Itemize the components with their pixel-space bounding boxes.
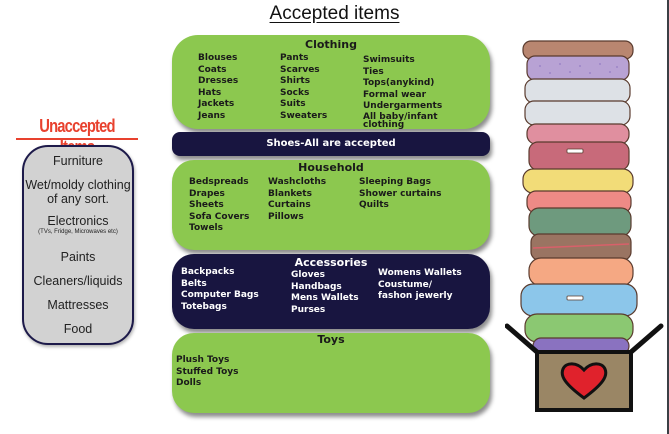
list-item: Stuffed Toys [176, 366, 239, 377]
box-flap-right-icon [628, 323, 664, 355]
list-item: Towels [189, 223, 223, 233]
list-item: Computer Bags [181, 290, 259, 300]
list-item: Curtains [268, 200, 311, 210]
list-item: Sleeping Bags [359, 177, 432, 187]
category-title: Shoes-All are accepted [266, 138, 396, 149]
list-item: Shirts [280, 76, 311, 86]
category-toys: Toys Plush Toys Stuffed Toys Dolls [172, 333, 490, 413]
list-item: Blankets [268, 188, 312, 199]
category-title: Accessories [294, 256, 368, 269]
unaccepted-item: Paints [60, 250, 96, 264]
unaccepted-item: Electronics(TVs, Fridge, Microwaves etc) [24, 214, 132, 236]
list-item: Coats [198, 64, 227, 75]
list-item: fashon jewerly [378, 291, 453, 301]
category-accessories: Accessories Backpacks Belts Computer Bag… [172, 254, 490, 329]
list-item: Coustume/ [378, 279, 433, 290]
item-column: Plush Toys Stuffed Toys Dolls [176, 355, 239, 390]
list-item: Blouses [198, 53, 238, 63]
list-item: Shower curtains [359, 188, 442, 199]
list-item: Suits [280, 99, 306, 109]
list-item: Socks [280, 87, 310, 98]
list-item: Backpacks [181, 267, 235, 277]
category-household: Household Bedspreads Drapes Sheets Sofa … [172, 160, 490, 250]
list-item: Pants [280, 53, 309, 63]
item-column: Washcloths Blankets Curtains Pillows [268, 177, 326, 223]
list-item: Jeans [198, 110, 226, 121]
list-item: Belts [181, 278, 207, 289]
item-column: Sleeping Bags Shower curtains Quilts [359, 177, 441, 212]
unaccepted-item: Wet/moldy clothing of any sort. [25, 178, 131, 206]
list-item: Bedspreads [189, 177, 249, 187]
list-item: Washcloths [268, 177, 327, 187]
unaccepted-items-box: Furniture Wet/moldy clothing of any sort… [22, 145, 134, 345]
list-item: Mens Wallets [291, 293, 359, 303]
list-item: Purses [291, 304, 326, 315]
list-item: All baby/infant clothing [363, 111, 438, 130]
page-title-text: Accepted items [269, 3, 400, 24]
folded-clothing-white2-icon [524, 100, 631, 126]
item-column: Bedspreads Drapes Sheets Sofa Covers Tow… [189, 177, 249, 235]
item-column: Pants Scarves Shirts Socks Suits Sweater… [280, 53, 327, 122]
unaccepted-item-note: (TVs, Fridge, Microwaves etc) [38, 229, 118, 235]
list-item: Ties [363, 66, 384, 77]
right-edge-border [667, 0, 669, 434]
list-item: Tops(anykind) [363, 78, 435, 88]
folded-clothing-orange-icon [528, 257, 634, 287]
category-title: Toys [317, 333, 345, 346]
item-column: Swimsuits Ties Tops(anykind) Formal wear… [363, 55, 448, 129]
list-item: Womens Wallets [378, 268, 462, 278]
category-shoes: Shoes-All are accepted [172, 132, 490, 156]
category-clothing: Clothing Blouses Coats Dresses Hats Jack… [172, 35, 490, 129]
list-item: Scarves [280, 64, 320, 75]
item-column: Womens Wallets Coustume/ fashon jewerly [378, 268, 462, 303]
list-item: Hats [198, 87, 222, 98]
unaccepted-underline [16, 138, 138, 140]
clothes-donation-box-icon [505, 40, 664, 412]
list-item: Sweaters [280, 110, 328, 121]
unaccepted-item: Mattresses [47, 298, 109, 312]
folded-clothing-white-icon [524, 78, 631, 104]
list-item: Totebags [181, 301, 227, 312]
item-column: Blouses Coats Dresses Hats Jackets Jeans [198, 53, 238, 122]
list-item: Dresses [198, 76, 239, 86]
unaccepted-item: Cleaners/liquids [33, 274, 123, 288]
shirt-rose-icon [528, 141, 630, 171]
folded-clothing-yellow-icon [522, 168, 634, 194]
box-flap-left-icon [505, 323, 540, 355]
unaccepted-item: Food [63, 322, 93, 336]
unaccepted-item: Furniture [52, 154, 104, 168]
list-item: Plush Toys [176, 355, 230, 365]
list-item: Gloves [291, 270, 325, 280]
list-item: Undergarments [363, 101, 443, 111]
list-item: Formal wear [363, 89, 427, 100]
list-item: Dolls [176, 378, 202, 388]
folded-clothing-purple-icon [526, 55, 630, 81]
heart-icon [560, 362, 608, 400]
list-item: Pillows [268, 211, 304, 222]
list-item: Swimsuits [363, 55, 415, 65]
category-title: Household [298, 161, 364, 174]
list-item: Quilts [359, 200, 389, 210]
list-item: Handbags [291, 281, 342, 292]
list-item: Drapes [189, 188, 225, 199]
item-column: Gloves Handbags Mens Wallets Purses [291, 270, 359, 316]
folded-clothing-green-icon [528, 207, 632, 237]
folded-clothing-pink-icon [526, 123, 630, 145]
item-column: Backpacks Belts Computer Bags Totebags [181, 267, 259, 313]
list-item: Sheets [189, 200, 224, 210]
list-item: Jackets [198, 99, 235, 109]
list-item: Sofa Covers [189, 211, 250, 222]
page-title: Accepted items [0, 3, 669, 25]
category-title: Clothing [305, 38, 357, 51]
